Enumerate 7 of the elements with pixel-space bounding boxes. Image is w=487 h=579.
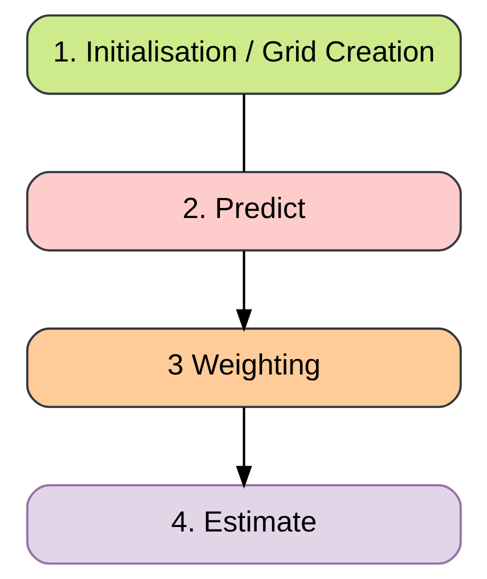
arrow xyxy=(235,250,252,332)
arrow xyxy=(235,407,252,489)
connector xyxy=(242,94,245,172)
node-box: 1. Initialisation / Grid Creation xyxy=(26,14,462,95)
node-box: 4. Estimate xyxy=(26,484,462,565)
node-box: 3 Weighting xyxy=(26,328,462,408)
node-box: 2. Predict xyxy=(26,170,462,252)
